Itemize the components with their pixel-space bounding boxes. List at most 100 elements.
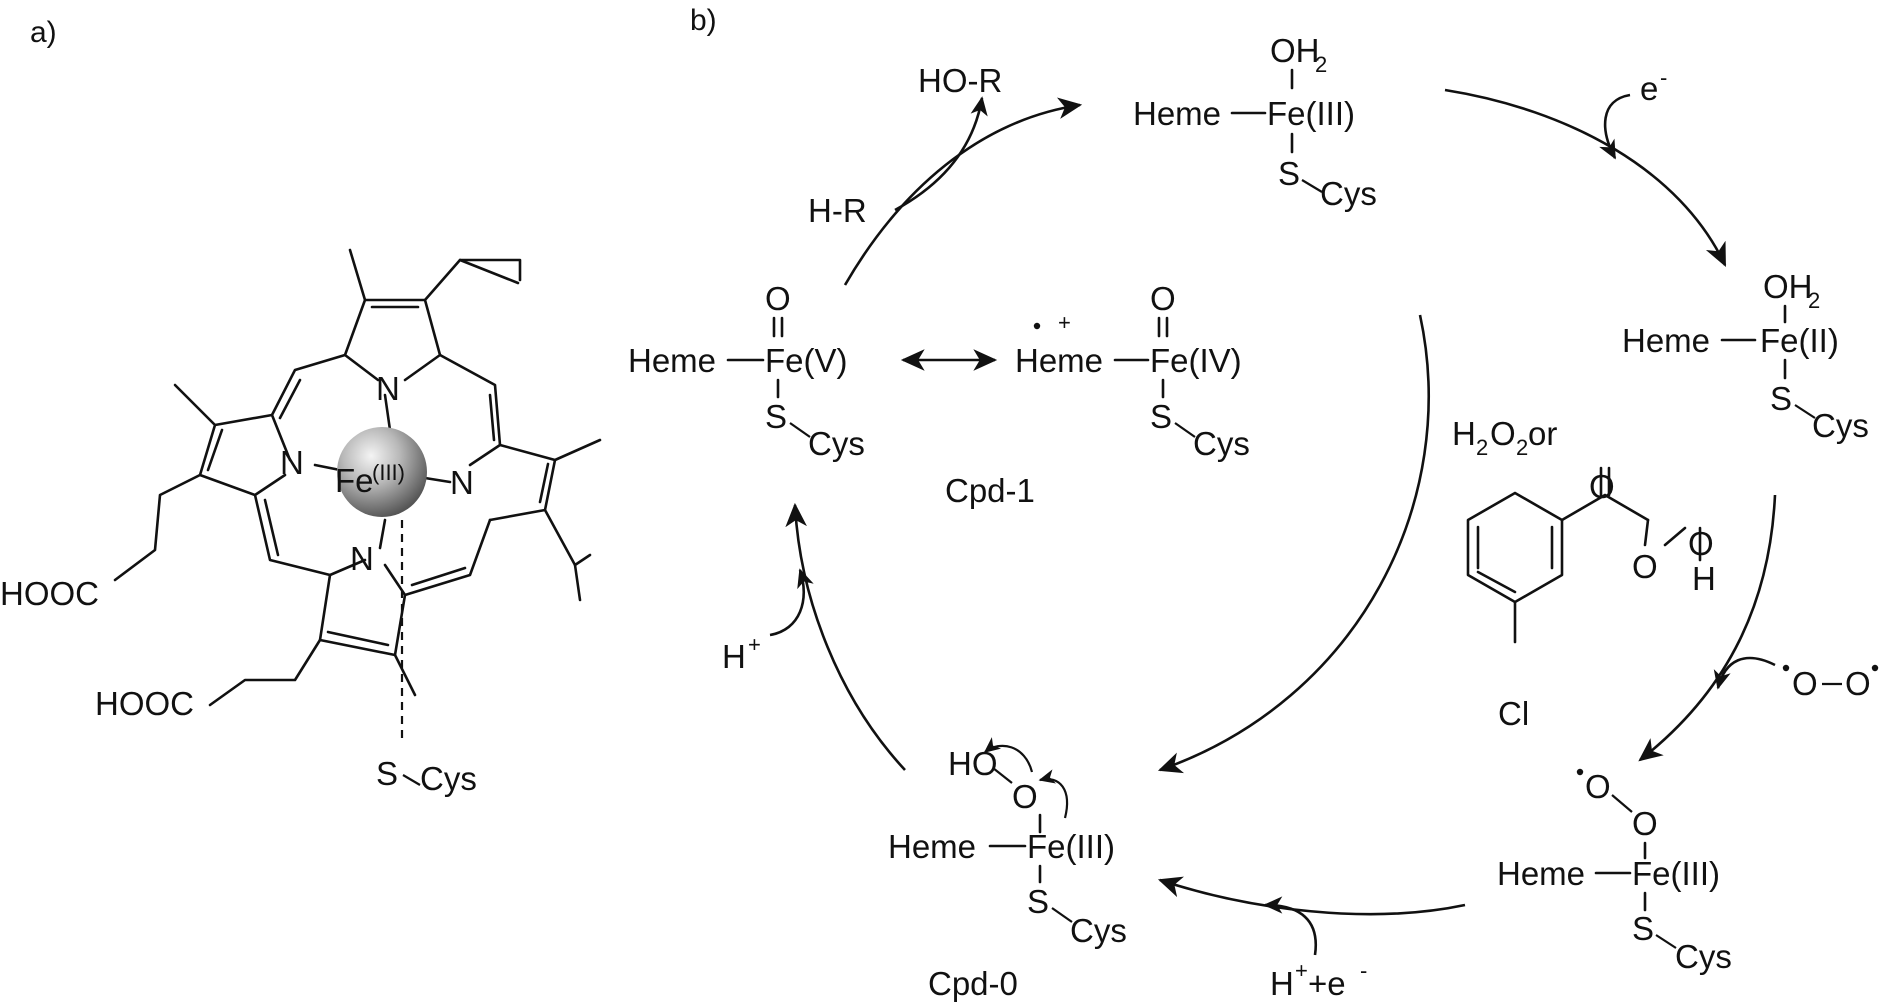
shunt-h: H	[1452, 415, 1476, 452]
shunt-or: or	[1528, 415, 1557, 452]
arrow-dioxygen-in	[1713, 656, 1776, 690]
arrow-substrate-product	[894, 96, 988, 212]
arrow-ferrous-to-oxy	[1638, 494, 1777, 762]
cycle-arrows	[769, 88, 1777, 956]
arrow-proton-electron-in	[1263, 896, 1318, 956]
mcpba-cl: Cl	[1498, 695, 1529, 732]
cpd1b-s: S	[1150, 398, 1172, 435]
cpd1a-cys: Cys	[808, 425, 865, 462]
porphyrin-fe-ox: (III)	[372, 460, 405, 485]
species-resting: OH 2 Heme Fe(III) S Cys	[1133, 32, 1377, 212]
substrate-hr: H-R	[808, 192, 867, 229]
porphyrin-n-left: N	[280, 444, 304, 481]
porphyrin-n-top: N	[376, 370, 400, 407]
cpd1b-o: O	[1150, 280, 1176, 317]
cpd0-name: Cpd-0	[928, 965, 1018, 1002]
species-cpd1-feiv: O + Heme Fe(IV) S Cys Cpd-1	[945, 280, 1250, 509]
proton-sup: +	[748, 632, 761, 657]
porphyrin-cys: Cys	[420, 760, 477, 797]
proton-electron-sup1: +	[1295, 958, 1308, 983]
cpd1b-heme: Heme	[1015, 342, 1103, 379]
ferrous-s: S	[1770, 380, 1792, 417]
arrow-proton-in	[769, 568, 814, 637]
panel-label-a: a)	[30, 16, 57, 49]
oxy-o1: O	[1585, 768, 1611, 805]
proton-electron-h: H	[1270, 965, 1294, 1002]
species-cpd0: HO O Heme Fe(III) S Cys Cpd-0	[888, 745, 1127, 1002]
mcpba-peroxy-o: O	[1632, 548, 1658, 585]
arrow-resting-to-ferrous	[1444, 88, 1727, 267]
iron-sphere	[337, 427, 427, 517]
resting-heme: Heme	[1133, 95, 1221, 132]
species-ferrous: OH 2 Heme Fe(II) S Cys	[1622, 268, 1869, 444]
oxy-o2: O	[1632, 805, 1658, 842]
cpd0-o: O	[1012, 778, 1038, 815]
proton-electron-mid: +e	[1308, 965, 1346, 1002]
proton-h: H	[722, 638, 746, 675]
dioxygen-radical-dot-1	[1782, 664, 1790, 672]
arrow-electron-in	[1599, 93, 1631, 160]
ferrous-fe: Fe(II)	[1760, 322, 1839, 359]
cpd0-heme: Heme	[888, 828, 976, 865]
species-cpd1-fev: O Heme Fe(V) S Cys	[628, 280, 865, 462]
mcpba-hydroxy-o: O	[1688, 525, 1714, 562]
mcpba-h: H	[1692, 560, 1716, 597]
electron-e: e	[1640, 70, 1658, 107]
oxy-fe: Fe(III)	[1632, 855, 1720, 892]
cpd0-cys: Cys	[1070, 912, 1127, 949]
mcpba-carbonyl-o: O	[1589, 468, 1615, 505]
electron-sup: -	[1660, 65, 1667, 90]
shunt-o: O	[1490, 415, 1516, 452]
dioxygen-reagent: O O	[1782, 664, 1879, 702]
cpd1a-s: S	[765, 398, 787, 435]
cpd1a-o: O	[765, 280, 791, 317]
cpd1b-radical-plus: +	[1058, 310, 1071, 335]
cpd1b-cys: Cys	[1193, 425, 1250, 462]
resting-fe: Fe(III)	[1267, 95, 1355, 132]
oxy-heme: Heme	[1497, 855, 1585, 892]
ferrous-oh: OH	[1763, 268, 1813, 305]
resting-oh: OH	[1270, 32, 1320, 69]
resting-oh-sub: 2	[1315, 52, 1327, 77]
arrow-cpd0-push-2	[983, 737, 1034, 773]
cpd1a-heme: Heme	[628, 342, 716, 379]
panel-label-b: b)	[690, 4, 717, 37]
porphyrin-s: S	[376, 755, 398, 792]
arrow-cpd0-push-1	[1038, 769, 1069, 819]
shunt-o-sub: 2	[1516, 435, 1528, 460]
oxy-s: S	[1632, 910, 1654, 947]
cpd1b-fe: Fe(IV)	[1150, 342, 1242, 379]
cpd0-fe: Fe(III)	[1027, 828, 1115, 865]
dioxygen-radical-dot-2	[1871, 664, 1879, 672]
arrow-cpd0-to-cpd1	[785, 502, 906, 771]
arrow-shunt-to-cpd0	[1157, 314, 1430, 774]
proton-reagent: H +	[722, 632, 761, 675]
proton-electron-sup2: -	[1360, 958, 1367, 983]
ferrous-cys: Cys	[1812, 407, 1869, 444]
porphyrin-fe: Fe	[335, 462, 374, 499]
oxy-radical-dot	[1576, 768, 1584, 776]
porphyrin-hooc-2: HOOC	[95, 685, 194, 722]
arrow-cpd1-to-resting	[843, 97, 1083, 286]
cpd1b-radical-dot	[1033, 322, 1041, 330]
shunt-h-sub: 2	[1476, 435, 1488, 460]
species-oxy: O O Heme Fe(III) S Cys	[1497, 768, 1732, 975]
ferrous-oh-sub: 2	[1808, 288, 1820, 313]
resting-s: S	[1278, 155, 1300, 192]
cpd1-name: Cpd-1	[945, 472, 1035, 509]
porphyrin-n-right: N	[450, 464, 474, 501]
product-hor: HO-R	[918, 62, 1002, 99]
ferrous-heme: Heme	[1622, 322, 1710, 359]
arrow-oxy-to-cpd0	[1157, 876, 1466, 916]
shunt-reagents: H 2 O 2 or O O O H Cl	[1452, 415, 1716, 732]
cpd0-s: S	[1027, 883, 1049, 920]
heme-structure: Fe (III) N N N N HOOC HOOC S Cys	[0, 248, 602, 797]
cpd1a-fe: Fe(V)	[765, 342, 848, 379]
cpd0-ho: HO	[948, 745, 998, 782]
dioxygen-o2: O	[1845, 665, 1871, 702]
dioxygen-o1: O	[1792, 665, 1818, 702]
porphyrin-n-bottom: N	[350, 540, 374, 577]
proton-electron-reagent: H + +e -	[1270, 958, 1367, 1002]
resting-cys: Cys	[1320, 175, 1377, 212]
